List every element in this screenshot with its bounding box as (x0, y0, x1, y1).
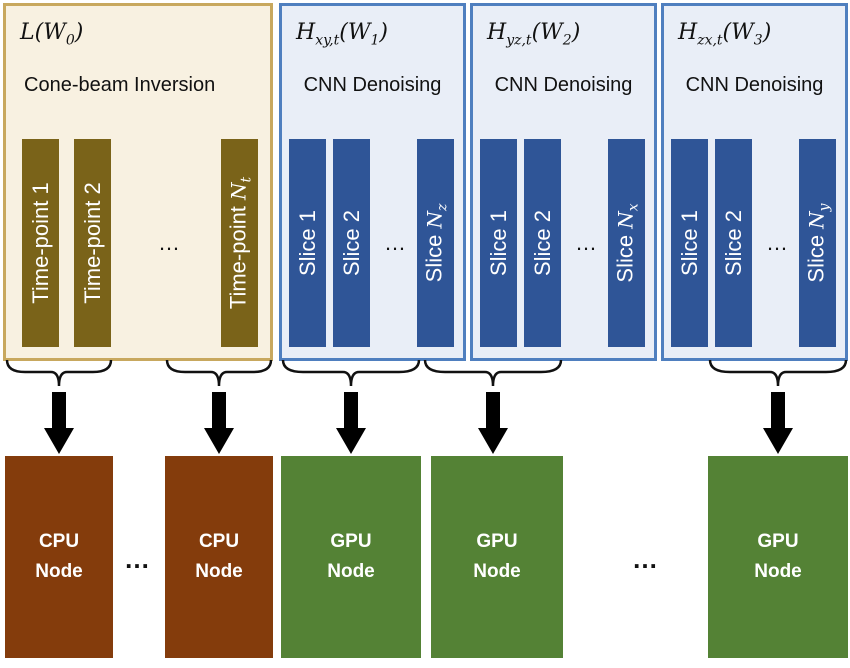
timepoint-bar: Time-point 2 (74, 139, 111, 347)
slice-bar: Slice Ny (799, 139, 836, 347)
zx-denoising-panel: Hzx,t(W3) CNN Denoising Slice 1 Slice 2 … (661, 3, 848, 361)
panel-title: L(W0) (20, 20, 84, 49)
curly-brace-icon (423, 359, 563, 387)
curly-brace-icon (708, 359, 848, 387)
curly-brace-icon (165, 359, 273, 387)
bars-ellipsis: … (384, 230, 407, 255)
slice-bar: Slice Nz (417, 139, 454, 347)
down-arrow-icon (336, 392, 366, 454)
bars-ellipsis: … (766, 230, 789, 255)
panel-title: Hzx,t(W3) (678, 20, 772, 49)
down-arrow-icon (763, 392, 793, 454)
slice-bar: Slice 2 (715, 139, 752, 347)
cpu-nodes-ellipsis: … (124, 544, 152, 574)
down-arrow-icon (478, 392, 508, 454)
panel-subtitle: CNN Denoising (303, 74, 442, 96)
down-arrow-icon (204, 392, 234, 454)
timepoint-bar: Time-point Nt (221, 139, 258, 347)
down-arrow-icon (44, 392, 74, 454)
xy-denoising-panel: Hxy,t(W1) CNN Denoising Slice 1 Slice 2 … (279, 3, 466, 361)
panel-subtitle: CNN Denoising (494, 74, 633, 96)
cone-beam-inversion-panel: L(W0) Cone-beam Inversion Time-point 1 T… (3, 3, 273, 361)
panel-title: Hxy,t(W1) (296, 20, 388, 49)
bars-ellipsis: … (575, 230, 598, 255)
panel-subtitle: CNN Denoising (685, 74, 824, 96)
slice-bar: Slice 1 (671, 139, 708, 347)
slice-bar: Slice Nx (608, 139, 645, 347)
slice-bar: Slice 1 (480, 139, 517, 347)
panel-subtitle: Cone-beam Inversion (24, 74, 216, 96)
slice-bar: Slice 2 (524, 139, 561, 347)
bars-ellipsis: … (158, 230, 181, 255)
curly-brace-icon (281, 359, 421, 387)
slice-bar: Slice 2 (333, 139, 370, 347)
curly-brace-icon (5, 359, 113, 387)
gpu-nodes-ellipsis: … (632, 544, 660, 574)
timepoint-bar: Time-point 1 (22, 139, 59, 347)
panel-title: Hyz,t(W2) (487, 20, 581, 49)
slice-bar: Slice 1 (289, 139, 326, 347)
yz-denoising-panel: Hyz,t(W2) CNN Denoising Slice 1 Slice 2 … (470, 3, 657, 361)
